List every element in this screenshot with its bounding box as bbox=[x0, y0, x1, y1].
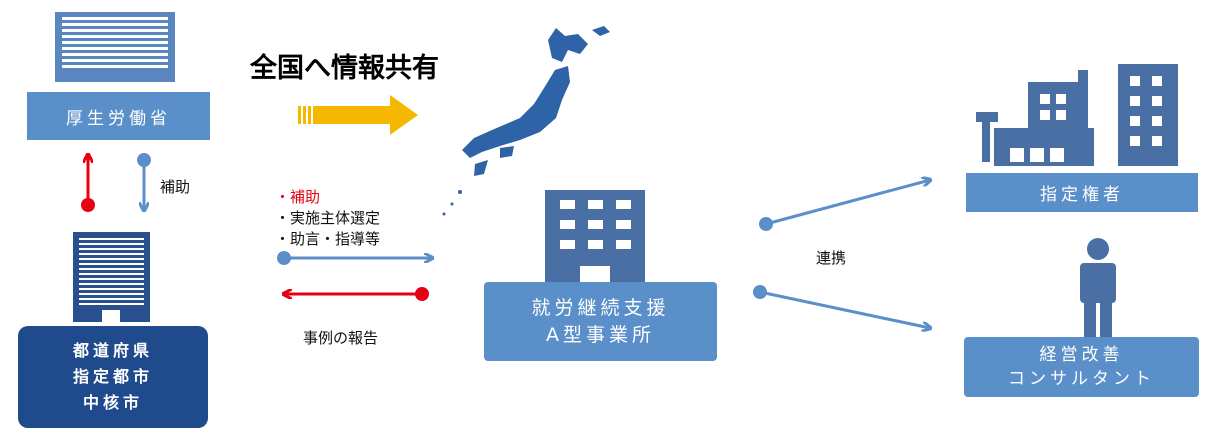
japan-map-icon bbox=[442, 26, 610, 216]
prefecture-building-icon bbox=[73, 232, 150, 322]
case-report-label: 事例の報告 bbox=[303, 329, 379, 347]
prefecture-box: 都道府県 指定都市 中核市 bbox=[18, 326, 208, 428]
cooperation-label: 連携 bbox=[816, 249, 847, 267]
consultant-box: 経営改善 コンサルタント bbox=[964, 337, 1199, 397]
cooperation-upper-arrow bbox=[759, 180, 930, 231]
cooperation-lower-arrow bbox=[753, 285, 930, 328]
subsidy-down-arrow bbox=[137, 153, 151, 210]
mhlw-building-icon bbox=[55, 12, 175, 82]
consultant-person-icon bbox=[1080, 238, 1116, 340]
subsidy-label: 補助 bbox=[160, 178, 191, 196]
share-title: 全国へ情報共有 bbox=[250, 53, 439, 84]
support-item-subsidy: ・補助 bbox=[275, 188, 321, 206]
mhlw-label: 厚生労働省 bbox=[66, 108, 171, 129]
report-left-arrow bbox=[284, 287, 429, 301]
support-item-selection: ・実施主体選定 bbox=[275, 209, 381, 227]
consultant-line-1: 経営改善 bbox=[1039, 345, 1124, 365]
report-up-arrow bbox=[81, 155, 95, 212]
prefecture-line-1: 都道府県 bbox=[72, 341, 153, 360]
share-arrow-icon bbox=[298, 95, 418, 135]
office-building-icon bbox=[545, 190, 645, 284]
support-item-guidance: ・助言・指導等 bbox=[275, 230, 381, 248]
government-buildings-windows bbox=[1010, 76, 1162, 162]
office-line-2: A型事業所 bbox=[546, 323, 655, 346]
designated-box: 指定権者 bbox=[966, 173, 1198, 212]
mhlw-box: 厚生労働省 bbox=[27, 92, 210, 140]
consultant-line-2: コンサルタント bbox=[1008, 369, 1155, 389]
support-right-arrow bbox=[277, 251, 432, 265]
prefecture-line-2: 指定都市 bbox=[72, 367, 153, 386]
government-buildings-icon bbox=[976, 64, 1178, 166]
office-box: 就労継続支援 A型事業所 bbox=[484, 282, 717, 361]
prefecture-line-3: 中核市 bbox=[82, 393, 143, 412]
designated-label: 指定権者 bbox=[1040, 185, 1124, 205]
office-line-1: 就労継続支援 bbox=[531, 296, 670, 319]
